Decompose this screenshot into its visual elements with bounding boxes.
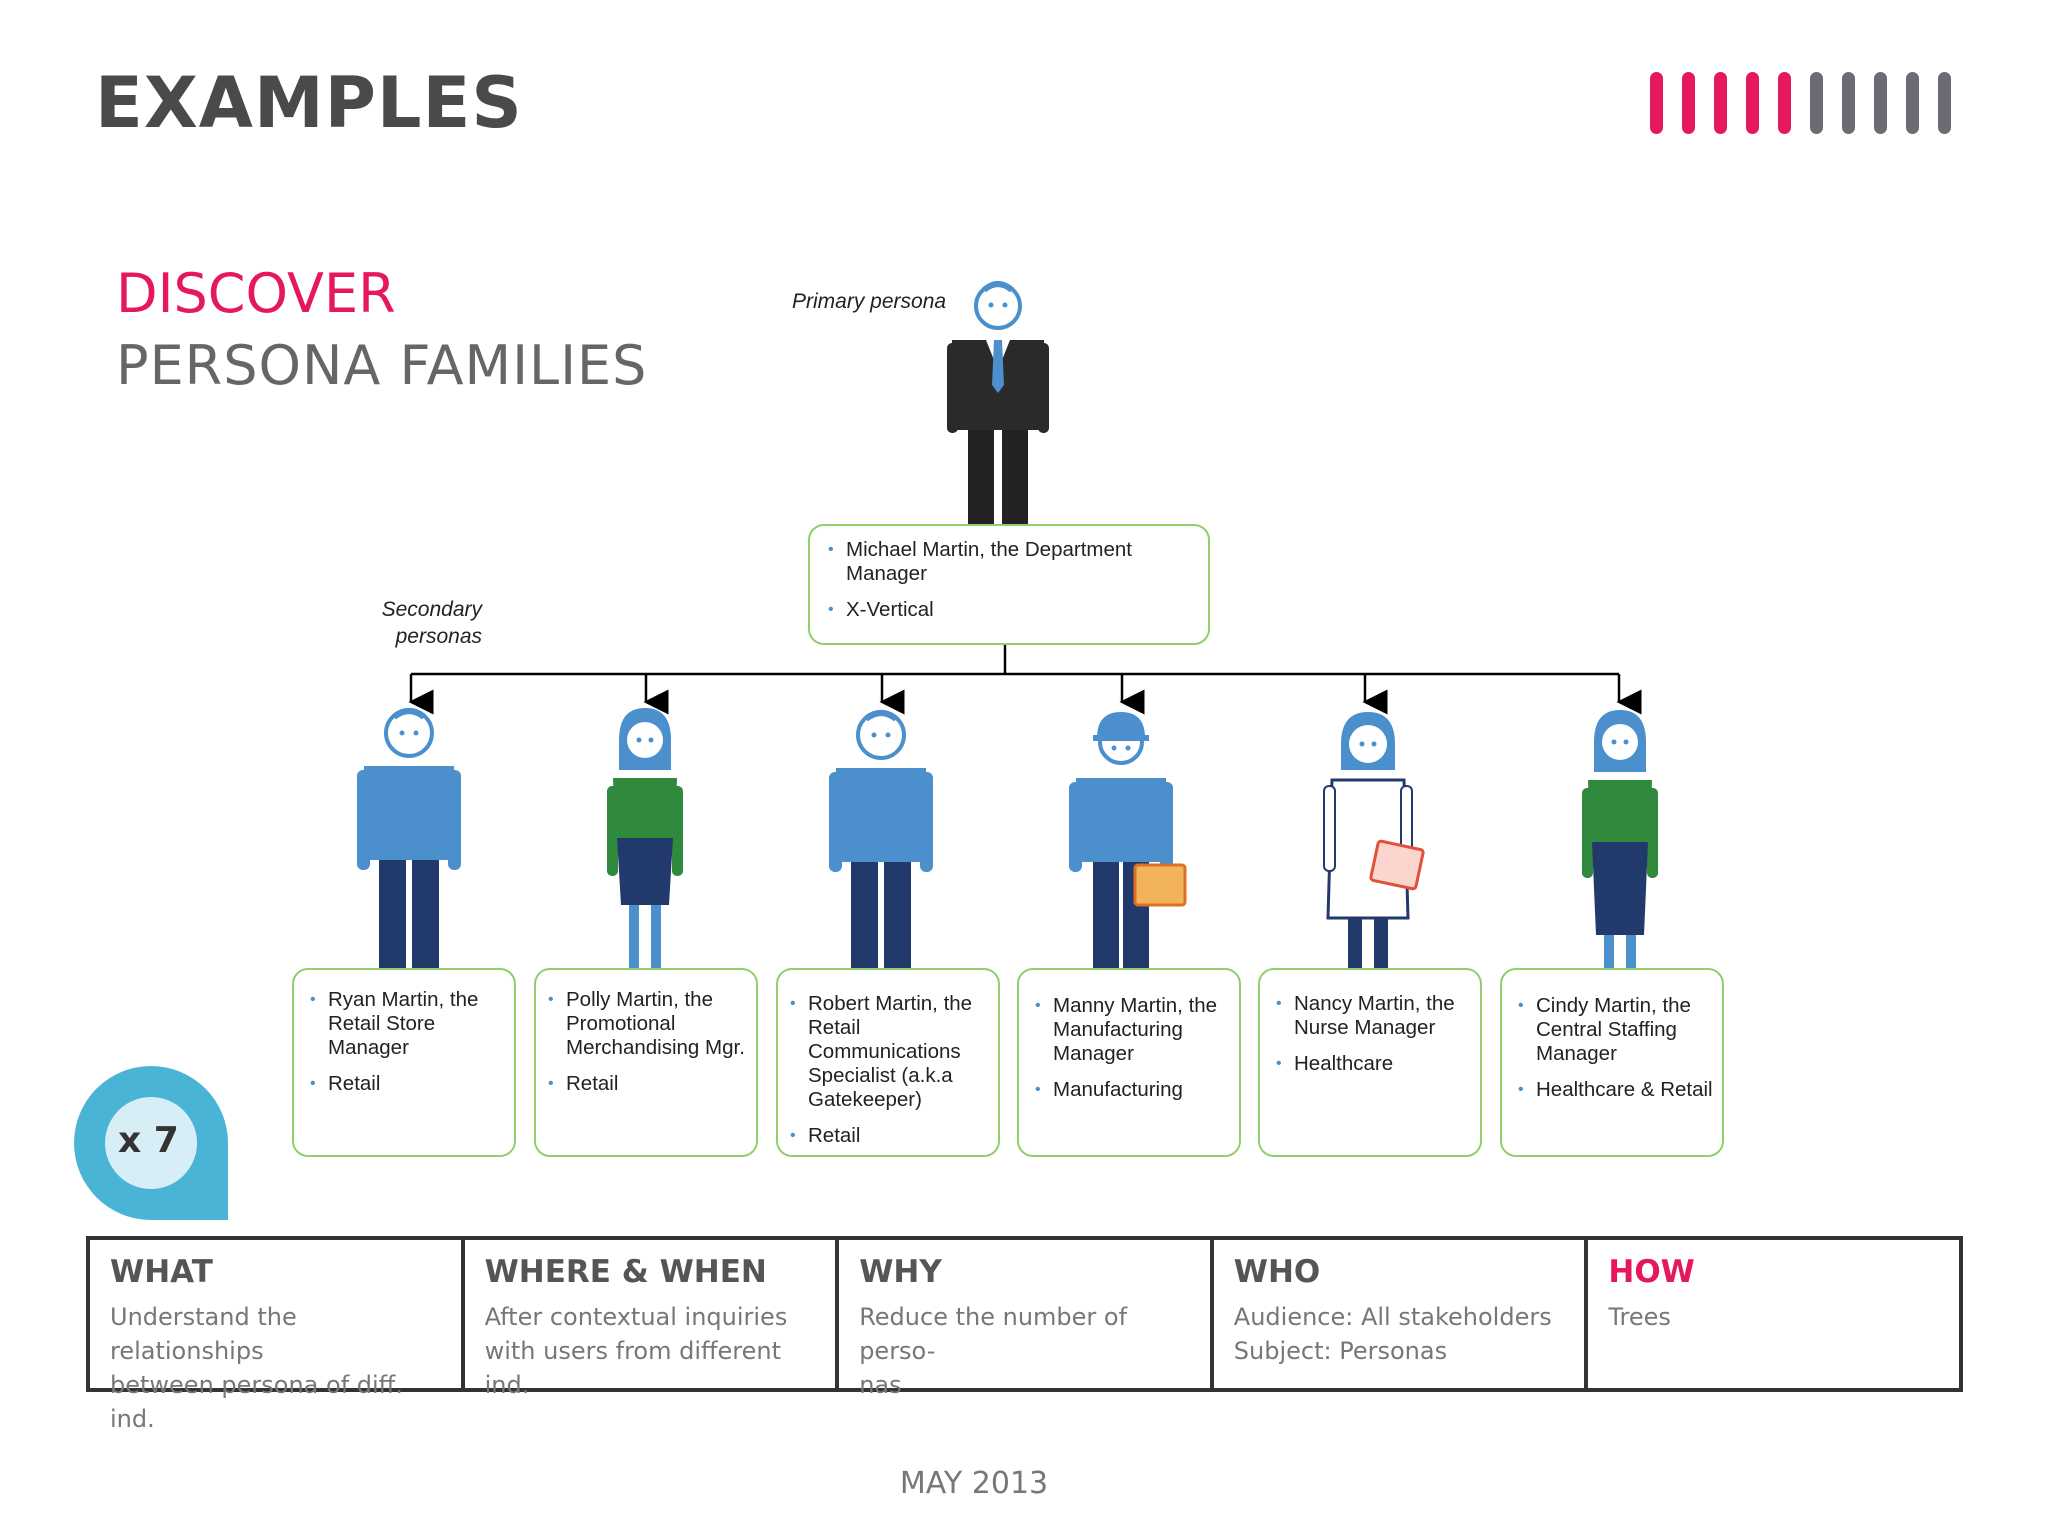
progress-bar-segment: [1874, 72, 1887, 134]
secondary-persona-figure: [357, 708, 461, 972]
secondary-persona-card: Polly Martin, the Promotional Merchandis…: [534, 968, 758, 1157]
info-cell-line: between persona of diff. ind.: [110, 1371, 403, 1433]
secondary-label-line1: Secondary: [381, 598, 482, 621]
info-cell-line: Audience: All stakeholders: [1233, 1303, 1552, 1331]
persona-vertical: Retail: [548, 1072, 752, 1096]
persona-name: Polly Martin, the Promotional Merchandis…: [548, 988, 752, 1060]
persona-name: Cindy Martin, the Central Staffing Manag…: [1518, 994, 1716, 1066]
persona-vertical: Retail: [310, 1072, 500, 1096]
secondary-persona-card: Cindy Martin, the Central Staffing Manag…: [1500, 968, 1724, 1157]
persona-vertical: Retail: [790, 1124, 984, 1148]
info-cell-line: Reduce the number of perso-: [859, 1303, 1128, 1365]
secondary-persona-figure: [829, 710, 933, 974]
persona-name: Nancy Martin, the Nurse Manager: [1276, 992, 1466, 1040]
persona-name: Robert Martin, the Retail Communications…: [790, 992, 984, 1112]
secondary-personas-label: Secondary personas: [340, 596, 482, 650]
progress-bar-segment: [1842, 72, 1855, 134]
secondary-persona-card: Robert Martin, the Retail Communications…: [776, 968, 1000, 1157]
persona-name: Michael Martin, the Department Manager: [828, 538, 1194, 586]
info-cell-how: HOW Trees: [1588, 1240, 1959, 1388]
info-cell-why: WHY Reduce the number of perso- nas: [839, 1240, 1214, 1399]
persona-name: Manny Martin, the Manufacturing Manager: [1035, 994, 1225, 1066]
primary-persona-figure: [947, 281, 1049, 530]
tree-connectors: [408, 645, 1642, 715]
info-cell-heading: WHERE & WHEN: [484, 1254, 767, 1290]
info-cell-line: Understand the relationships: [110, 1303, 297, 1365]
persona-vertical: Healthcare: [1276, 1052, 1466, 1076]
section-heading: PERSONA FAMILIES: [116, 334, 648, 397]
info-cell-line: Trees: [1608, 1303, 1671, 1331]
progress-bar-segment: [1938, 72, 1951, 134]
persona-vertical: Healthcare & Retail: [1518, 1078, 1716, 1102]
info-cell-who: WHO Audience: All stakeholders Subject: …: [1214, 1240, 1589, 1388]
footer-date: MAY 2013: [899, 1466, 1049, 1501]
info-cell-body: Understand the relationships between per…: [110, 1300, 447, 1436]
progress-bars: [1650, 72, 1960, 134]
info-table: WHAT Understand the relationships betwee…: [86, 1236, 1963, 1433]
progress-bar-segment: [1746, 72, 1759, 134]
info-cell-heading: WHAT: [110, 1254, 213, 1290]
secondary-persona-figure: [607, 708, 683, 975]
secondary-persona-figure: [1069, 712, 1187, 974]
info-cell-what: WHAT Understand the relationships betwee…: [90, 1240, 465, 1433]
info-cell-body: Reduce the number of perso- nas: [859, 1300, 1196, 1402]
progress-bar-segment: [1906, 72, 1919, 134]
info-cell-heading: WHY: [859, 1254, 942, 1290]
info-cell-line: nas: [859, 1371, 902, 1399]
info-cell-line: After contextual inquiries: [484, 1303, 788, 1331]
count-badge-icon: [74, 1066, 228, 1220]
info-cell-body: Trees: [1608, 1300, 1945, 1334]
info-cell-line: with users from different ind.: [484, 1337, 782, 1399]
progress-bar-segment: [1650, 72, 1663, 134]
persona-vertical: Manufacturing: [1035, 1078, 1225, 1102]
info-cell-body: After contextual inquiries with users fr…: [485, 1300, 822, 1402]
progress-bar-segment: [1810, 72, 1823, 134]
progress-bar-segment: [1714, 72, 1727, 134]
secondary-persona-card: Nancy Martin, the Nurse Manager Healthca…: [1258, 968, 1482, 1157]
secondary-persona-card: Manny Martin, the Manufacturing Manager …: [1017, 968, 1241, 1157]
persona-vertical: X-Vertical: [828, 598, 1194, 622]
secondary-persona-card: Ryan Martin, the Retail Store Manager Re…: [292, 968, 516, 1157]
info-cell-heading: HOW: [1608, 1254, 1695, 1290]
info-cell-where-when: WHERE & WHEN After contextual inquiries …: [465, 1240, 840, 1399]
persona-name: Ryan Martin, the Retail Store Manager: [310, 988, 500, 1060]
primary-persona-card: Michael Martin, the Department Manager X…: [808, 524, 1210, 645]
primary-persona-label: Primary persona: [792, 290, 947, 313]
secondary-persona-figure: [1323, 712, 1425, 976]
count-badge-text: x 7: [118, 1120, 179, 1161]
progress-bar-segment: [1778, 72, 1791, 134]
info-cell-body: Audience: All stakeholders Subject: Pers…: [1234, 1300, 1571, 1368]
secondary-persona-figure: [1582, 710, 1658, 980]
page-title: EXAMPLES: [95, 62, 523, 144]
secondary-label-line2: personas: [395, 625, 482, 648]
progress-bar-segment: [1682, 72, 1695, 134]
section-kicker: DISCOVER: [116, 262, 396, 325]
info-cell-heading: WHO: [1233, 1254, 1321, 1290]
info-cell-line: Subject: Personas: [1233, 1337, 1448, 1365]
